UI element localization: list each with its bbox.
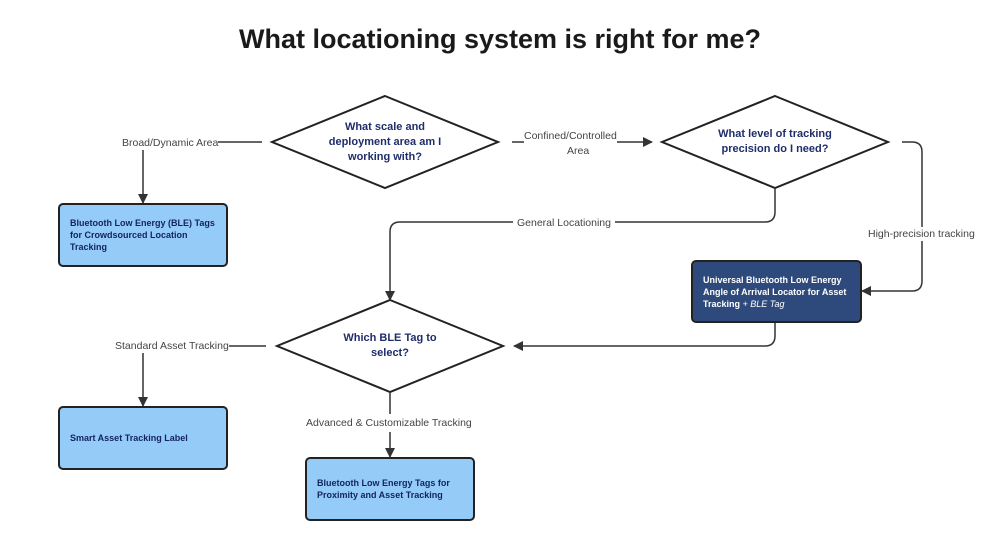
edge-label-confined-1: Confined/Controlled bbox=[524, 129, 617, 143]
edge-label-broad: Broad/Dynamic Area bbox=[122, 136, 219, 150]
outcome-crowdsourced-label: Bluetooth Low Energy (BLE) Tags for Crow… bbox=[70, 218, 215, 252]
outcome-crowdsourced-tags: Bluetooth Low Energy (BLE) Tags for Crow… bbox=[58, 203, 228, 267]
edge-label-advanced: Advanced & Customizable Tracking bbox=[302, 414, 476, 432]
decision-scale: What scale and deployment area am I work… bbox=[328, 120, 442, 163]
outcome-aoa-locator: Universal Bluetooth Low Energy Angle of … bbox=[691, 260, 862, 323]
page-title: What locationing system is right for me? bbox=[238, 24, 762, 54]
edge-label-confined-2: Area bbox=[567, 144, 590, 158]
outcome-proximity-label: Bluetooth Low Energy Tags for Proximity … bbox=[317, 478, 450, 500]
edge-broad bbox=[138, 141, 262, 204]
outcome-aoa-suffix: + BLE Tag bbox=[742, 298, 785, 309]
edge-aoa-to-tag bbox=[513, 322, 776, 351]
edge-label-general: General Locationing bbox=[513, 216, 615, 230]
decision-scale-shape bbox=[269, 94, 501, 190]
edge-label-high-precision: High-precision tracking bbox=[866, 227, 977, 241]
decision-tag: Which BLE Tag to select? bbox=[343, 332, 437, 359]
edge-label-standard: Standard Asset Tracking bbox=[115, 339, 229, 353]
outcome-smart-label: Smart Asset Tracking Label bbox=[58, 406, 228, 470]
outcome-proximity-tags: Bluetooth Low Energy Tags for Proximity … bbox=[305, 457, 475, 521]
outcome-aoa-label: Universal Bluetooth Low Energy Angle of … bbox=[703, 274, 847, 309]
edge-high-precision bbox=[861, 141, 923, 296]
edge-standard bbox=[138, 345, 266, 407]
outcome-smart-label-text: Smart Asset Tracking Label bbox=[70, 433, 188, 443]
decision-precision: What level of tracking precision do I ne… bbox=[718, 128, 832, 155]
